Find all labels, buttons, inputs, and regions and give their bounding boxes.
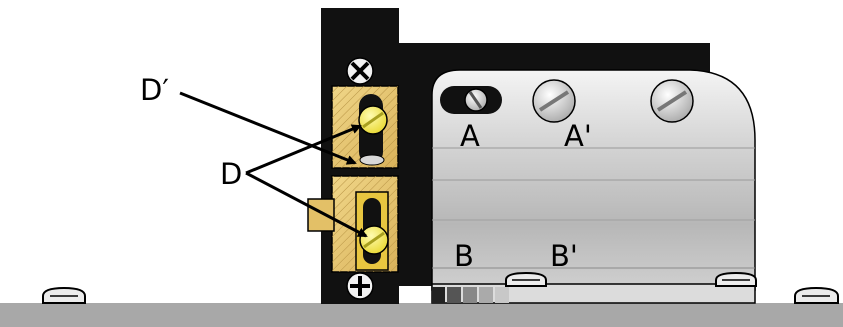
slot-a	[440, 86, 502, 114]
label-a-prime: A'	[564, 119, 592, 153]
plate-foot-screw-b-prime-icon	[505, 271, 547, 287]
slotted-screw-a-prime-icon	[532, 79, 576, 123]
label-d-prime: D′	[140, 73, 169, 107]
base-bar	[0, 303, 843, 327]
slotted-screw-right-icon	[650, 79, 694, 123]
silver-plate	[431, 69, 756, 304]
d-prime-leader	[179, 91, 357, 165]
label-b: B	[454, 239, 474, 273]
label-b-prime: B'	[550, 239, 578, 273]
d-leader-upper	[245, 124, 362, 175]
label-d: D	[220, 157, 242, 191]
d-leader-lower	[245, 171, 368, 238]
top-phillips-screw-icon	[346, 57, 374, 85]
upper-brass-block	[331, 85, 399, 169]
plate-foot-screw-right-icon	[715, 271, 757, 287]
right-foot-screw-icon	[794, 286, 839, 304]
label-a: A	[460, 119, 480, 153]
left-foot-screw-icon	[42, 286, 86, 304]
bottom-phillips-screw-icon	[346, 272, 374, 300]
